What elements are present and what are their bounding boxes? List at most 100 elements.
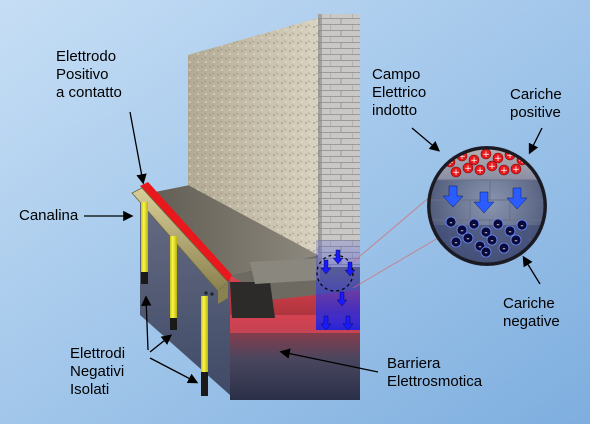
plus-sign: +: [482, 150, 490, 160]
arrow-barrier: [279, 348, 379, 373]
positive-charge: [480, 149, 492, 160]
negative-charges: --------------: [445, 216, 528, 258]
pointer-arrows: [84, 111, 543, 384]
minus-sign: -: [449, 218, 452, 228]
plus-sign: +: [506, 151, 514, 161]
label-barrier: Barriera Elettrosmotica: [387, 355, 483, 390]
plus-sign: +: [488, 162, 496, 172]
negative-charge: [480, 246, 492, 258]
positive-charge: [474, 164, 486, 176]
negative-charge: [516, 219, 528, 231]
negative-electrodes: [141, 202, 208, 396]
plus-sign: +: [500, 166, 508, 176]
negative-charge: [445, 216, 457, 228]
minus-sign: -: [472, 220, 475, 230]
label-positive-charges: Cariche positive: [510, 86, 562, 121]
positive-charges: +++++++++++++: [444, 149, 528, 178]
arrow-negative-charges: [522, 255, 541, 285]
arrow-negative-1: [141, 295, 152, 351]
floor-slab: [140, 185, 320, 275]
magnified-arrow: [506, 187, 528, 210]
field-arrow: [344, 261, 356, 277]
label-induced-field: Campo Elettrico indotto: [372, 66, 427, 119]
positive-charge: [492, 152, 504, 164]
slab-step: [250, 258, 320, 284]
plus-sign: +: [458, 152, 466, 162]
channel-screw: [210, 292, 214, 296]
electrode-pole: [170, 236, 177, 320]
field-focus-circle: [316, 254, 354, 292]
electrode-pole: [201, 296, 208, 372]
label-positive-electrode: Elettrodo Positivo a contatto: [56, 48, 122, 101]
electrode-tip: [201, 372, 208, 396]
label-channel: Canalina: [19, 207, 79, 224]
positive-charge: [462, 162, 474, 174]
field-arrow: [336, 291, 348, 307]
arrow-negative-3: [149, 357, 199, 384]
label-negative-charges: Cariche negative: [503, 295, 560, 330]
negative-charge: [504, 225, 516, 237]
channel-end: [218, 282, 228, 304]
magnifier: +++++++++++++ --------------: [427, 146, 547, 266]
minus-sign: -: [460, 226, 463, 236]
zoom-connector: [352, 189, 439, 263]
arrow-positive-electrode: [129, 111, 147, 185]
field-arrow: [320, 315, 332, 331]
arrow-positive-charges: [528, 127, 543, 155]
magnified-arrow: [473, 191, 495, 214]
minus-sign: -: [484, 228, 487, 238]
field-arrows: [320, 249, 356, 331]
negative-charge: [450, 236, 462, 248]
minus-sign: -: [520, 221, 523, 231]
plus-sign: +: [452, 168, 460, 178]
minus-sign: -: [508, 227, 511, 237]
electrode-tip: [170, 318, 177, 330]
channel-screw: [204, 291, 208, 295]
field-arrow: [320, 259, 332, 275]
plus-sign: +: [494, 154, 502, 164]
negative-charge: [462, 232, 474, 244]
minus-sign: -: [478, 242, 481, 252]
negative-charge: [486, 234, 498, 246]
positive-charge: [486, 160, 498, 172]
minus-sign: -: [490, 236, 493, 246]
minus-sign: -: [496, 220, 499, 230]
minus-sign: -: [502, 244, 505, 254]
field-arrow: [332, 249, 344, 265]
negative-charge: [480, 226, 492, 238]
floor-cavity: [230, 282, 275, 318]
brick-edge: [318, 14, 322, 267]
plus-sign: +: [476, 166, 484, 176]
electrode-tip: [141, 272, 148, 284]
positive-charge: [510, 163, 522, 175]
minus-sign: -: [514, 236, 517, 246]
minus-sign: -: [466, 234, 469, 244]
minus-sign: -: [484, 248, 487, 258]
positive-charge: [468, 154, 480, 166]
positive-electrode: [140, 182, 232, 282]
plus-sign: +: [512, 165, 520, 175]
negative-charge: [468, 218, 480, 230]
positive-charge: [498, 164, 510, 176]
negative-charge: [498, 242, 510, 254]
arrow-negative-2: [149, 334, 173, 353]
magnifier-border: [427, 146, 547, 266]
plus-sign: +: [470, 156, 478, 166]
plus-sign: +: [464, 164, 472, 174]
positive-charge: [450, 166, 462, 178]
field-arrow: [342, 315, 354, 331]
plaster-texture: [188, 18, 318, 255]
zoom-connector: [352, 237, 439, 289]
magnified-arrow: [442, 185, 464, 208]
minus-sign: -: [454, 238, 457, 248]
label-negative-electrodes: Elettrodi Negativi Isolati: [70, 345, 126, 398]
electrode-pole: [141, 202, 148, 282]
magnified-arrows: [442, 185, 528, 214]
brick-wall: [318, 14, 360, 267]
negative-charge: [456, 224, 468, 236]
negative-charge: [492, 218, 504, 230]
negative-charge: [510, 234, 522, 246]
arrow-induced-field: [411, 127, 440, 152]
